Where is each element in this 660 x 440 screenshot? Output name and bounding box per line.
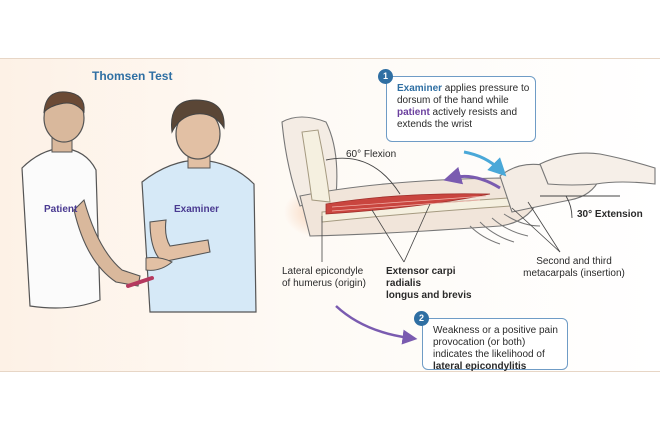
examiner-figure [141, 99, 257, 313]
arm-anatomy [281, 116, 656, 245]
step-2-highlight: lateral epicondylitis [433, 361, 527, 372]
step-1-examiner-word: Examiner [397, 83, 443, 94]
step-2-badge: 2 [414, 311, 429, 326]
step-1-box: Examiner applies pressure to dorsum of t… [386, 76, 536, 142]
examiner-hand [145, 257, 173, 271]
step-1-text-b: actively resists and extends the wrist [397, 107, 518, 130]
lateral-epicondyle-line1: Lateral epicondyle [282, 266, 364, 277]
muscle-fiber-1 [331, 195, 487, 208]
examiner-hair [171, 99, 225, 134]
extensor-carpi-label: Extensor carpi radialis longus and brevi… [386, 266, 486, 302]
patient-label: Patient [44, 204, 78, 215]
metacarpals-line1: Second and third [536, 256, 612, 267]
ecr-leader-b [403, 203, 431, 263]
step-1-text: Examiner applies pressure to dorsum of t… [397, 83, 531, 131]
wrist-pain-marker [126, 276, 154, 288]
patient-hair [43, 91, 85, 114]
lateral-epicondyle-line2: of humerus (origin) [282, 278, 366, 289]
pressure-arrow [463, 150, 507, 177]
step-1-patient-word: patient [397, 107, 430, 118]
extension-angle-arc [565, 195, 573, 219]
metacarpal-leader-a [511, 207, 561, 253]
resist-arrow [443, 166, 501, 190]
step-1-text-a: applies pressure to dorsum of the hand w… [397, 83, 530, 106]
step-1-badge: 1 [378, 69, 393, 84]
hand-fingers [469, 213, 541, 245]
extensor-carpi-line2: longus and brevis [386, 290, 472, 301]
outcome-arrow [335, 305, 418, 345]
extension-label: 30° Extension [577, 209, 643, 220]
examiner-arm [149, 219, 211, 263]
figure-title: Thomsen Test [92, 69, 173, 83]
examiner-pressing-hand [539, 152, 656, 186]
lateral-epicondyle-label: Lateral epicondyle of humerus (origin) [282, 266, 378, 290]
flexion-label: 60° Flexion [346, 149, 397, 160]
metacarpals-line2: metacarpals (insertion) [523, 268, 625, 279]
step-2-box: Weakness or a positive pain provocation … [422, 318, 568, 373]
step-2-text: Weakness or a positive pain provocation … [433, 325, 563, 373]
patient-arm [73, 198, 141, 287]
patient-figure [21, 91, 141, 309]
step-2-text-a: Weakness or a positive pain provocation … [433, 325, 558, 360]
extensor-carpi-line1: Extensor carpi radialis [386, 266, 456, 289]
muscle-fiber-2 [331, 199, 481, 212]
patient-torso [21, 147, 101, 309]
metacarpals-label: Second and third metacarpals (insertion) [520, 256, 628, 280]
humerus-bone [301, 129, 331, 203]
examiner-label: Examiner [174, 204, 220, 215]
flexion-angle-arc [325, 157, 401, 195]
metacarpal-leader-b [527, 201, 561, 253]
ecr-leader-a [371, 209, 405, 263]
